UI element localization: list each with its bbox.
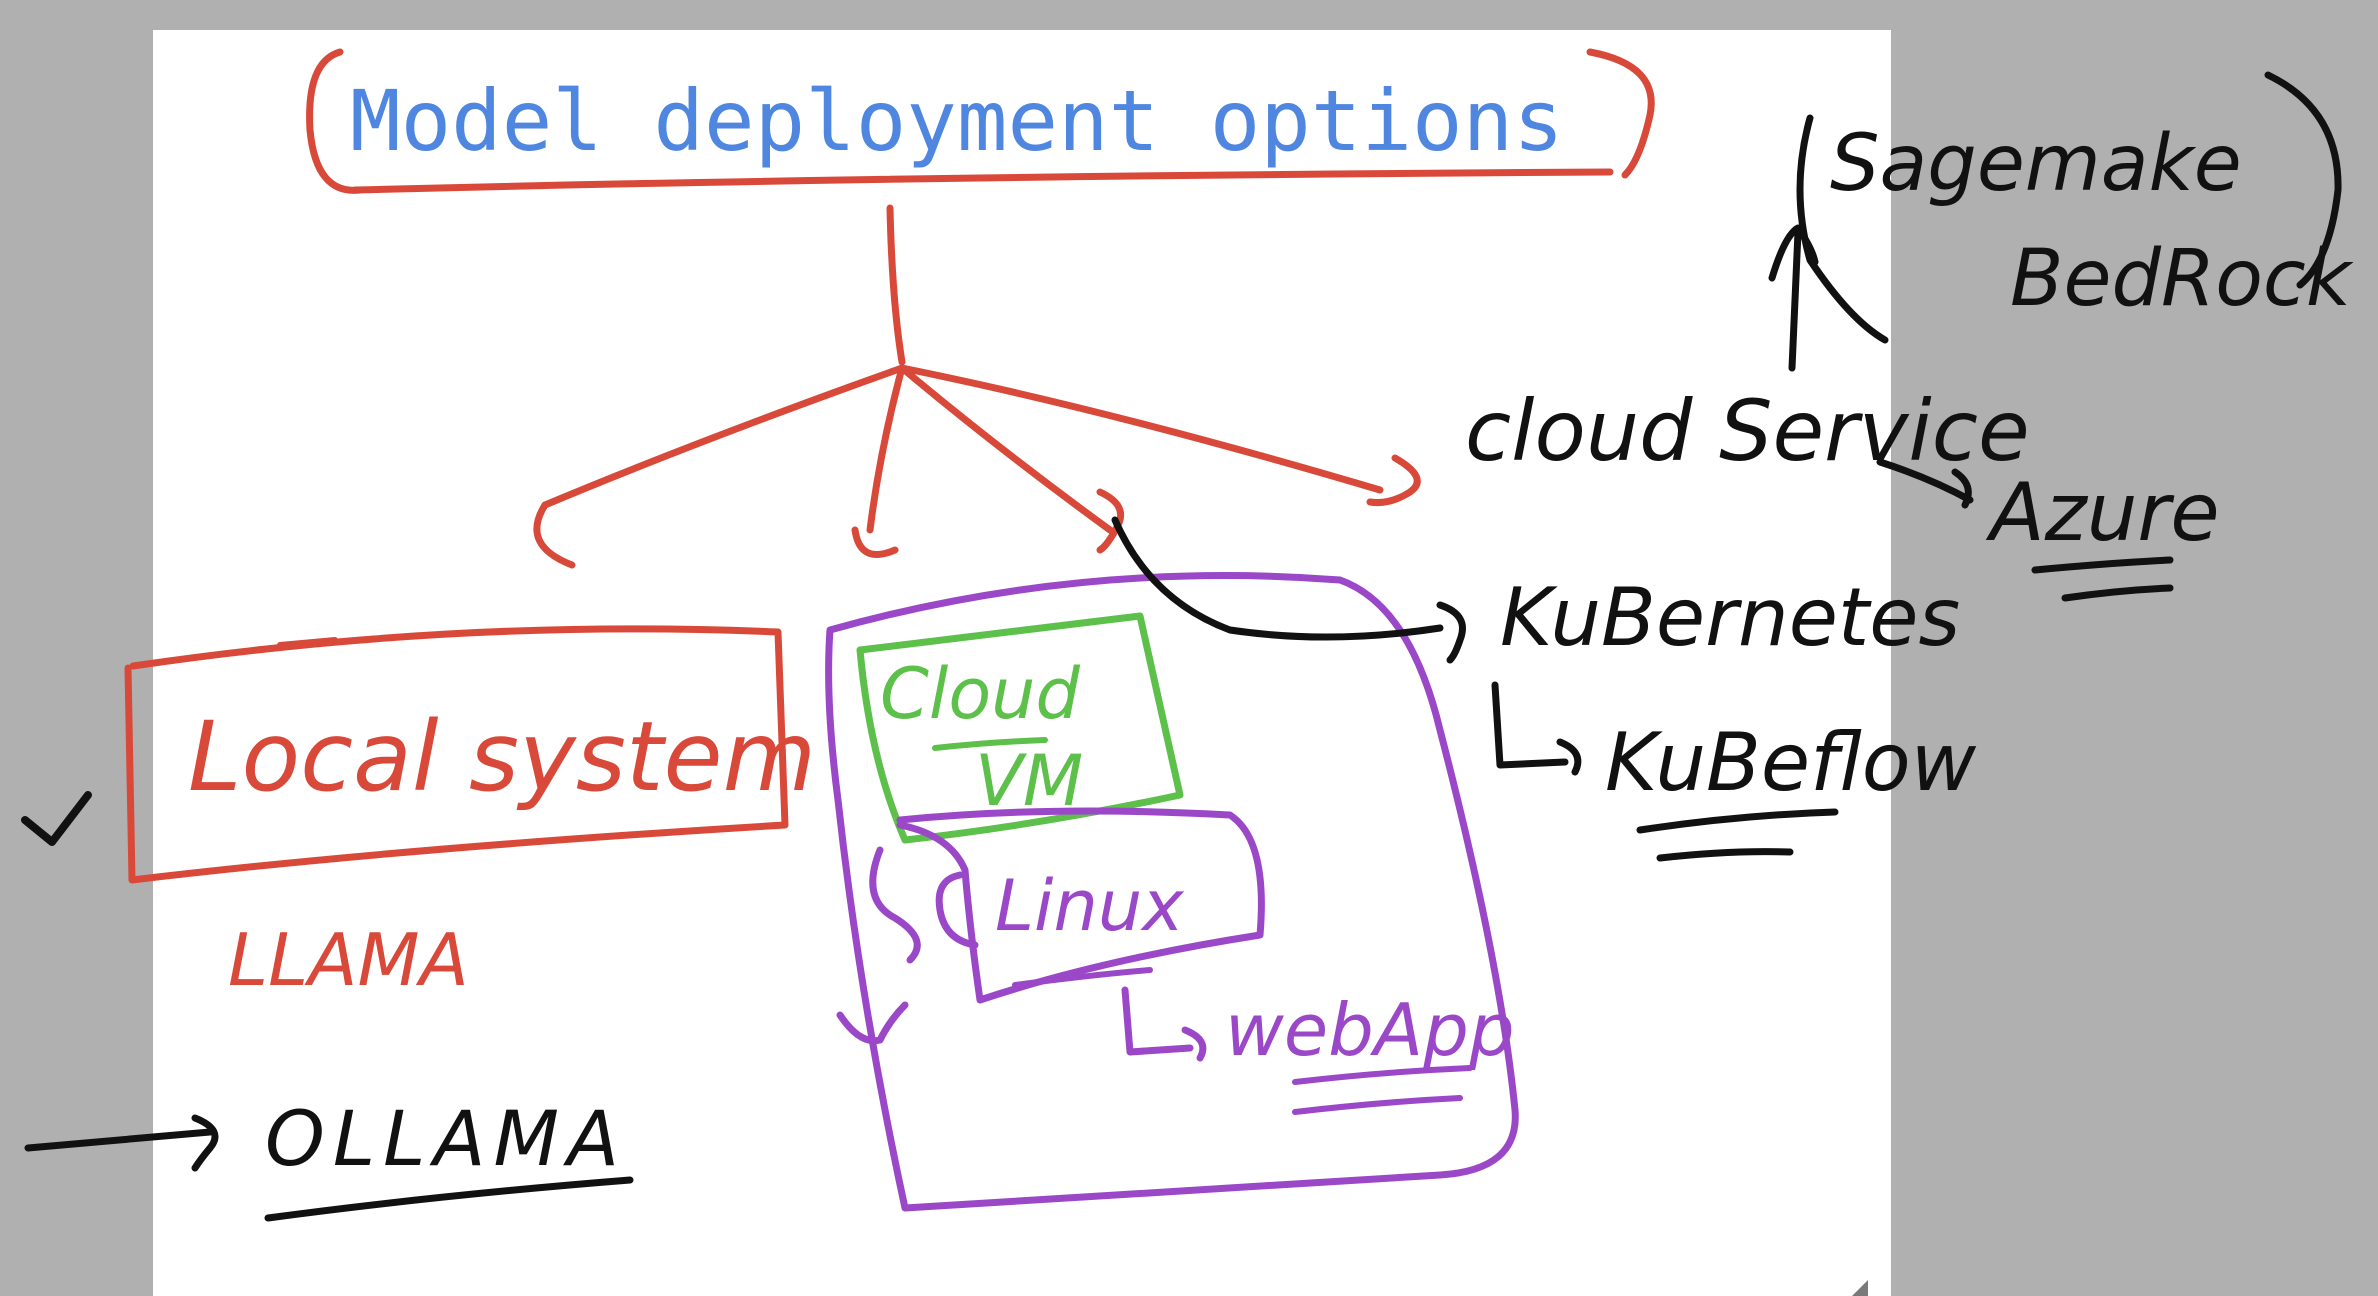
linux-bracket bbox=[935, 871, 979, 949]
arrowhead-ollama bbox=[191, 1114, 219, 1172]
arrowhead-cloud bbox=[1366, 454, 1421, 506]
ollama-group: OLLAMA bbox=[24, 1094, 634, 1222]
sagemaker-label: Sagemake bbox=[1830, 119, 2242, 209]
arrowhead-up-providers bbox=[1768, 224, 1819, 282]
azure-label: Azure bbox=[1985, 466, 2220, 559]
cloud-vm-divider bbox=[932, 737, 1048, 751]
cloud-vm-container: Cloud VM Linux webApp bbox=[825, 572, 1519, 1212]
cloud-vm-label-cloud: Cloud bbox=[880, 653, 1081, 735]
azure-underline-1 bbox=[2031, 556, 2174, 574]
branch-kubernetes bbox=[898, 364, 1114, 534]
left-curl-mark bbox=[836, 1001, 909, 1045]
curve-to-linux bbox=[869, 846, 921, 964]
local-box-tick-mark bbox=[277, 637, 338, 648]
branch-tree bbox=[533, 204, 1421, 569]
webapp-underline-2 bbox=[1292, 1095, 1463, 1115]
arrowhead-local bbox=[533, 501, 576, 569]
kubeflow-underline-1 bbox=[1636, 808, 1839, 834]
ollama-label: OLLAMA bbox=[265, 1094, 627, 1183]
kubernetes-group: KuBernetes KuBeflow bbox=[1111, 516, 1977, 862]
cloud-vm-box bbox=[856, 612, 1184, 844]
llama-label: LLAMA bbox=[228, 918, 469, 1002]
resize-handle-icon[interactable] bbox=[1852, 1280, 1868, 1296]
trunk-line bbox=[886, 204, 906, 366]
branch-local bbox=[541, 364, 906, 509]
arrow-to-azure bbox=[1876, 458, 1974, 504]
cloud-service-group: cloud Service Sagemake BedRock Azure bbox=[1465, 71, 2354, 602]
arrow-to-kubernetes bbox=[1111, 516, 1444, 641]
ollama-underline bbox=[264, 1176, 634, 1222]
page-title: Model deployment options bbox=[350, 72, 1564, 170]
local-system-label: Local system bbox=[188, 701, 816, 813]
arrow-linux-to-webapp bbox=[1121, 986, 1194, 1056]
linux-label: Linux bbox=[995, 865, 1184, 947]
arrowhead-kubernetes-label bbox=[1436, 601, 1466, 664]
providers-bracket-left bbox=[1796, 114, 1889, 344]
branch-vm bbox=[866, 364, 906, 534]
title-bracket-bottom bbox=[351, 168, 1614, 194]
arrowhead-kubeflow bbox=[1556, 738, 1582, 776]
azure-underline-2 bbox=[2061, 584, 2174, 602]
arrowhead-azure bbox=[1951, 468, 1972, 509]
arrow-to-kubeflow bbox=[1491, 681, 1569, 769]
kubeflow-label: KuBeflow bbox=[1605, 716, 1977, 809]
linux-underline bbox=[1012, 967, 1153, 988]
local-system-box bbox=[124, 625, 789, 884]
arrowhead-webapp bbox=[1181, 1026, 1207, 1062]
kubeflow-underline-2 bbox=[1656, 848, 1794, 862]
local-system-group: Local system LLAMA bbox=[124, 625, 816, 1002]
title-bracket-left bbox=[306, 48, 364, 194]
arrowhead-vm bbox=[851, 526, 899, 558]
linux-box bbox=[896, 807, 1265, 1004]
arrow-up-to-providers bbox=[1788, 228, 1802, 372]
checkmark-icon bbox=[21, 791, 92, 846]
cloud-service-label: cloud Service bbox=[1465, 382, 2030, 480]
branch-cloud bbox=[898, 364, 1384, 494]
webapp-label: webApp bbox=[1225, 988, 1515, 1072]
title-group: Model deployment options bbox=[306, 48, 1655, 194]
kubernetes-label: KuBernetes bbox=[1500, 571, 1960, 664]
bedrock-label: BedRock bbox=[2010, 234, 2354, 324]
title-bracket-right bbox=[1586, 48, 1655, 179]
whiteboard-canvas bbox=[153, 30, 1891, 1296]
vm-outer-boundary bbox=[825, 572, 1519, 1212]
webapp-underline-1 bbox=[1292, 1065, 1473, 1085]
providers-bracket-right bbox=[2264, 71, 2342, 289]
arrow-to-ollama bbox=[24, 1128, 214, 1152]
